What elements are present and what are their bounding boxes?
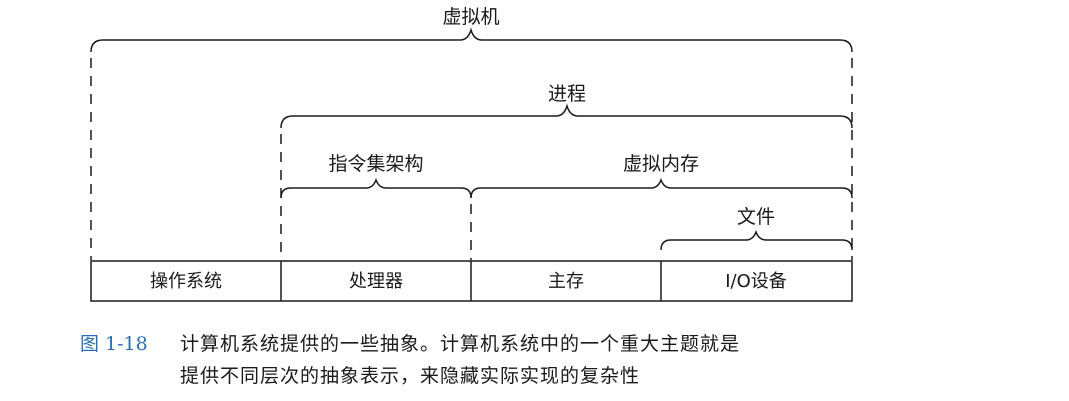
process-brace bbox=[280, 103, 853, 129]
virtual-memory-brace bbox=[470, 177, 853, 199]
diagram-lines bbox=[90, 27, 853, 302]
virtual-memory-label: 虚拟内存 bbox=[622, 153, 700, 175]
isa-brace bbox=[280, 177, 472, 199]
cell-io-devices: I/O设备 bbox=[725, 271, 787, 292]
virtual-machine-brace bbox=[90, 27, 853, 53]
cell-processor: 处理器 bbox=[349, 271, 403, 292]
cell-main-memory: 主存 bbox=[548, 271, 584, 292]
abstraction-diagram: 虚拟机 进程 指令集架构 虚拟内存 文件 操作系统 处理器 主存 I/O设备 bbox=[90, 6, 853, 302]
files-label: 文件 bbox=[736, 206, 776, 228]
isa-label: 指令集架构 bbox=[328, 153, 424, 175]
caption-line-1: 计算机系统提供的一些抽象。计算机系统中的一个重大主题就是 bbox=[180, 333, 741, 355]
virtual-machine-label: 虚拟机 bbox=[442, 6, 500, 28]
files-brace bbox=[660, 229, 853, 251]
process-label: 进程 bbox=[547, 83, 587, 105]
figure-number: 图 1-18 bbox=[80, 333, 148, 355]
caption-line-2: 提供不同层次的抽象表示，来隐藏实际实现的复杂性 bbox=[180, 365, 641, 387]
cell-operating-system: 操作系统 bbox=[150, 271, 222, 292]
